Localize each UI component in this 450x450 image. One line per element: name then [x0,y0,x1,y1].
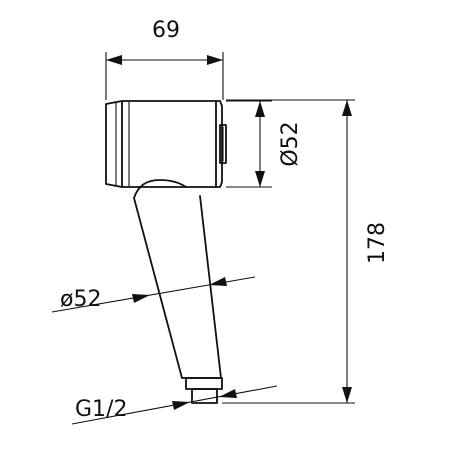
width-arrow-right [207,55,223,65]
handle-diam-arrow-left [132,294,150,303]
dimension-handle-diameter: ø52 [51,276,256,313]
thread-nipple [191,388,218,404]
thread-connector [185,377,223,390]
shower-head-outline [105,100,227,188]
head-rear-cap [105,100,123,188]
head-main-block [121,100,217,188]
thread-arrow-left [172,401,190,410]
length-arrow-top [342,100,352,116]
width-arrow-left [106,55,122,65]
spray-nozzle-plate [219,124,227,164]
head-diameter-label: Ø52 [278,121,303,166]
dimension-total-length: 178 [222,99,390,404]
thread-arrow-right [219,389,237,398]
width-label: 69 [152,18,180,43]
head-diam-arrow-bottom [255,171,265,187]
handle-diameter-label: ø52 [60,287,101,312]
thread-label: G1/2 [75,397,127,422]
total-length-label: 178 [365,222,390,264]
handle-body [133,179,222,379]
dimension-thread: G1/2 [71,385,278,425]
dimension-head-diameter: Ø52 [226,100,303,188]
length-arrow-bottom [342,387,352,403]
head-diam-arrow-top [255,101,265,117]
handle-outline [133,179,223,404]
handle-diam-arrow-right [209,277,227,286]
dimension-width: 69 [105,18,224,100]
spray-face [215,100,223,188]
